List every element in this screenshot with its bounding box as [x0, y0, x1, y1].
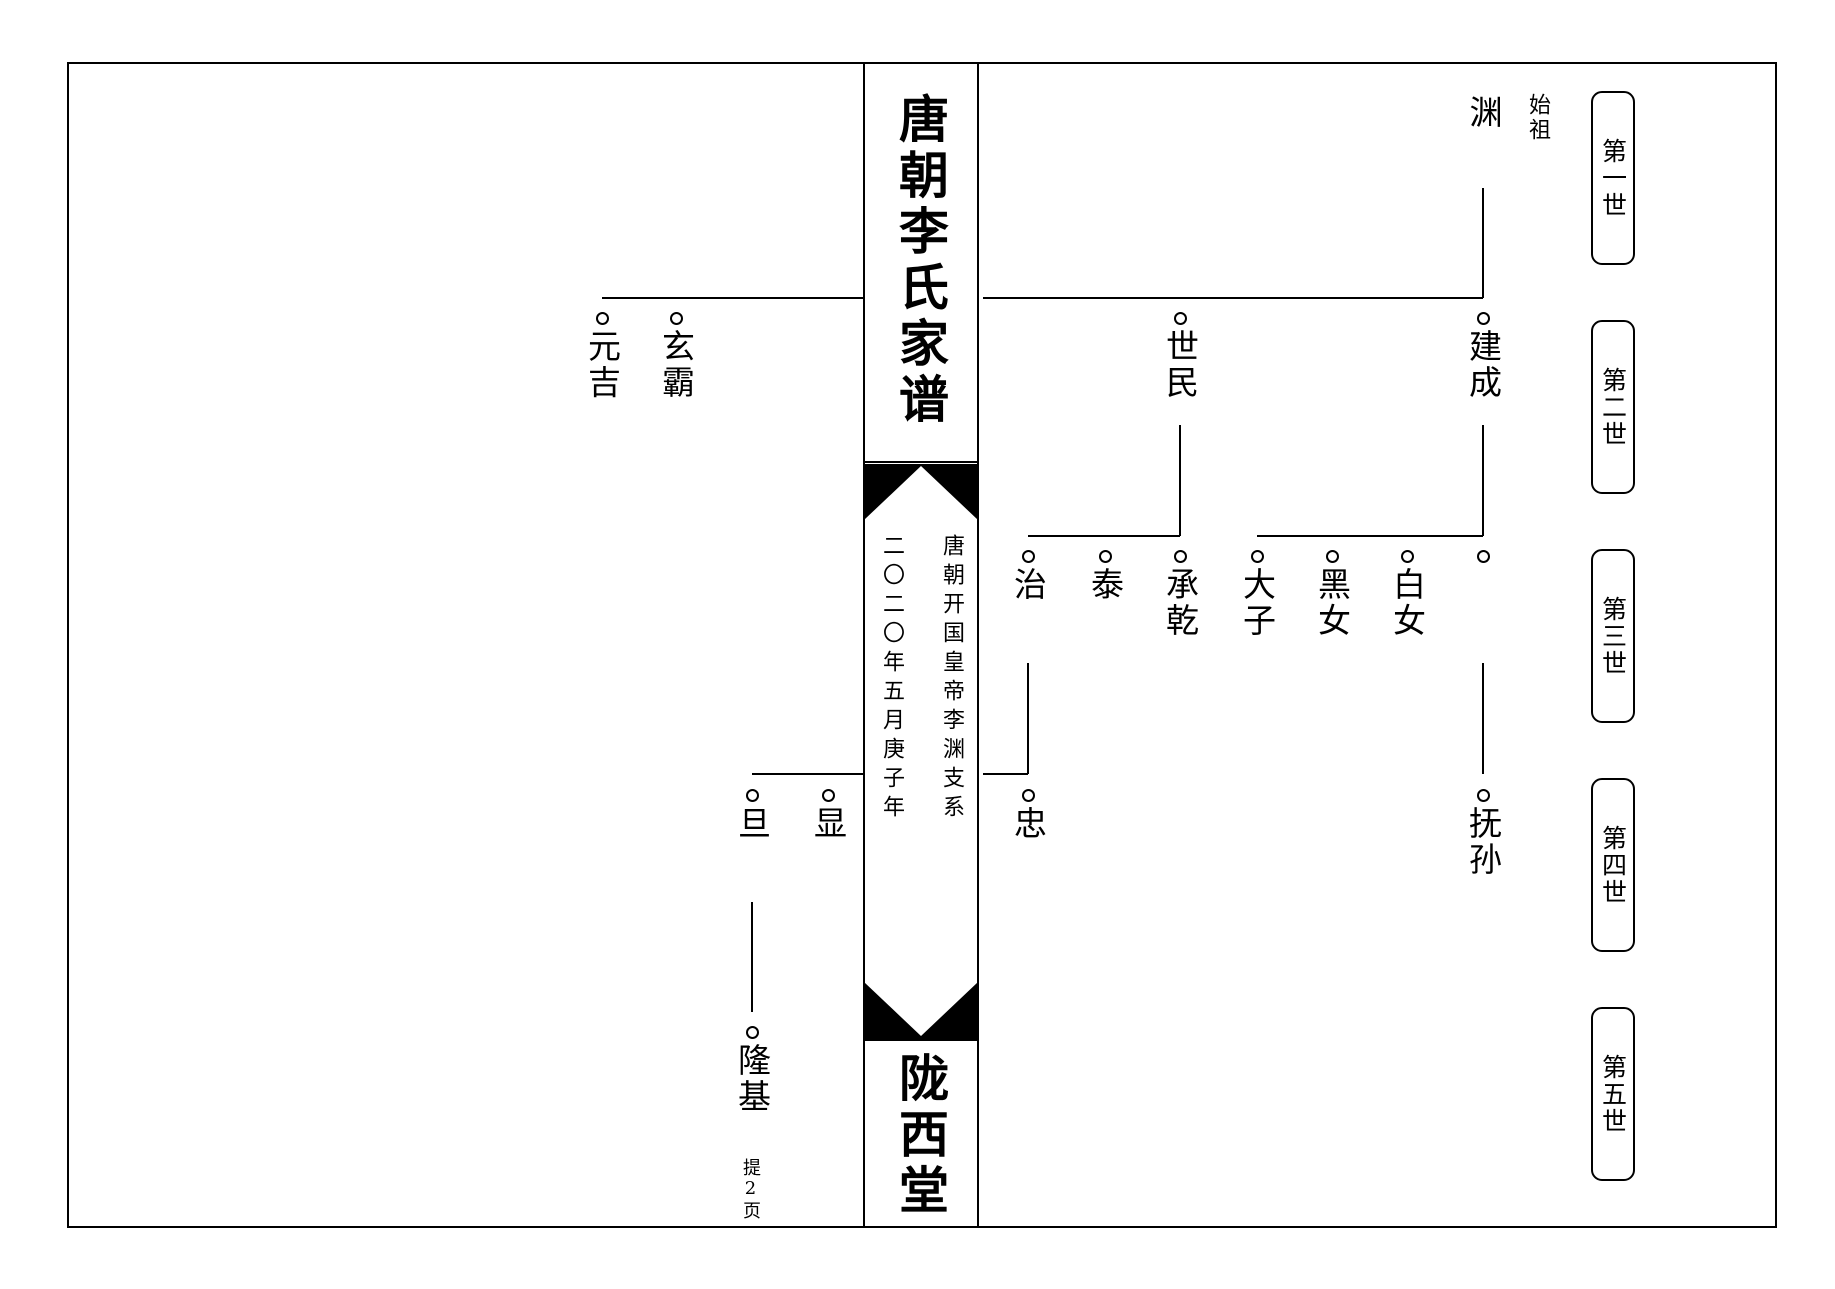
generation-label-4: 第四世 [1591, 778, 1635, 952]
person-marker [1021, 550, 1035, 563]
person-name: 泰 [1085, 567, 1125, 603]
person-marker [669, 312, 683, 325]
person-bainv: 白女 [1385, 550, 1429, 639]
person-zhi: 治 [1006, 550, 1050, 603]
person-shimin: 世民 [1158, 312, 1202, 401]
generation-label-2-text: 第二世 [1598, 366, 1628, 448]
generation-label-3: 第三世 [1591, 549, 1635, 723]
person-name: 元吉 [582, 329, 622, 401]
generation-label-1-text: 第一世 [1598, 137, 1628, 219]
person-xuanba: 玄霸 [654, 312, 698, 401]
person-name: 建成 [1463, 329, 1503, 401]
person-marker [1325, 550, 1339, 563]
person-marker [1173, 550, 1187, 563]
person-marker [595, 312, 609, 325]
person-jiancheng: 建成 [1461, 312, 1505, 401]
person-name: 大子 [1237, 567, 1277, 639]
person-tai: 泰 [1083, 550, 1127, 603]
person-name: 抚孙 [1463, 806, 1503, 878]
founder-label: 始祖 [1525, 93, 1550, 143]
spine-bottom-ornament [864, 982, 978, 1040]
person-dan: 旦 [730, 789, 774, 842]
hall-name: 陇西堂 [891, 1052, 950, 1220]
person-xian: 显 [806, 789, 850, 842]
person-name: 承乾 [1160, 567, 1200, 639]
generation-label-1: 第一世 [1591, 91, 1635, 265]
page-border [67, 62, 1777, 1228]
person-marker [1021, 789, 1035, 802]
person-marker [1173, 312, 1187, 325]
person-name: 白女 [1387, 567, 1427, 639]
person-taizi: 大子 [1235, 550, 1279, 639]
person-longji: 隆基 [730, 1026, 774, 1115]
person-marker [821, 789, 835, 802]
person-marker [1400, 550, 1414, 563]
person-yuanji: 元吉 [580, 312, 624, 401]
person-name: 治 [1008, 567, 1048, 603]
person-marker [1098, 550, 1112, 563]
genealogy-title: 唐朝李氏家谱 [891, 93, 950, 429]
person-fusun: 抚孙 [1461, 789, 1505, 878]
person-name: 世民 [1160, 329, 1200, 401]
generation-label-3-text: 第三世 [1598, 595, 1628, 677]
person-name: 忠 [1008, 806, 1048, 842]
person-name: 隆基 [732, 1043, 772, 1115]
person-jiancheng-son-unnamed [1461, 550, 1505, 567]
generation-label-4-text: 第四世 [1598, 824, 1628, 906]
person-chengqian: 承乾 [1158, 550, 1202, 639]
person-marker [745, 789, 759, 802]
person-marker [745, 1026, 759, 1039]
generation-label-2: 第二世 [1591, 320, 1635, 494]
person-name: 旦 [732, 806, 772, 842]
person-marker [1476, 550, 1490, 563]
person-marker [1476, 789, 1490, 802]
founder-name: 渊 [1464, 95, 1503, 128]
person-marker [1476, 312, 1490, 325]
person-heinv: 黑女 [1310, 550, 1354, 639]
branch-subtitle: 唐朝开国皇帝李渊支系 [939, 534, 964, 824]
person-name: 显 [808, 806, 848, 842]
spine-top-ornament [864, 464, 978, 520]
generation-label-5-text: 第五世 [1598, 1053, 1628, 1135]
generation-label-5: 第五世 [1591, 1007, 1635, 1181]
person-marker [1250, 550, 1264, 563]
person-name: 玄霸 [656, 329, 696, 401]
person-name: 黑女 [1312, 567, 1352, 639]
compile-date: 二〇二〇年五月庚子年 [879, 534, 904, 824]
person-zhong: 忠 [1006, 789, 1050, 842]
page-reference-note: 提2页 [740, 1158, 761, 1221]
